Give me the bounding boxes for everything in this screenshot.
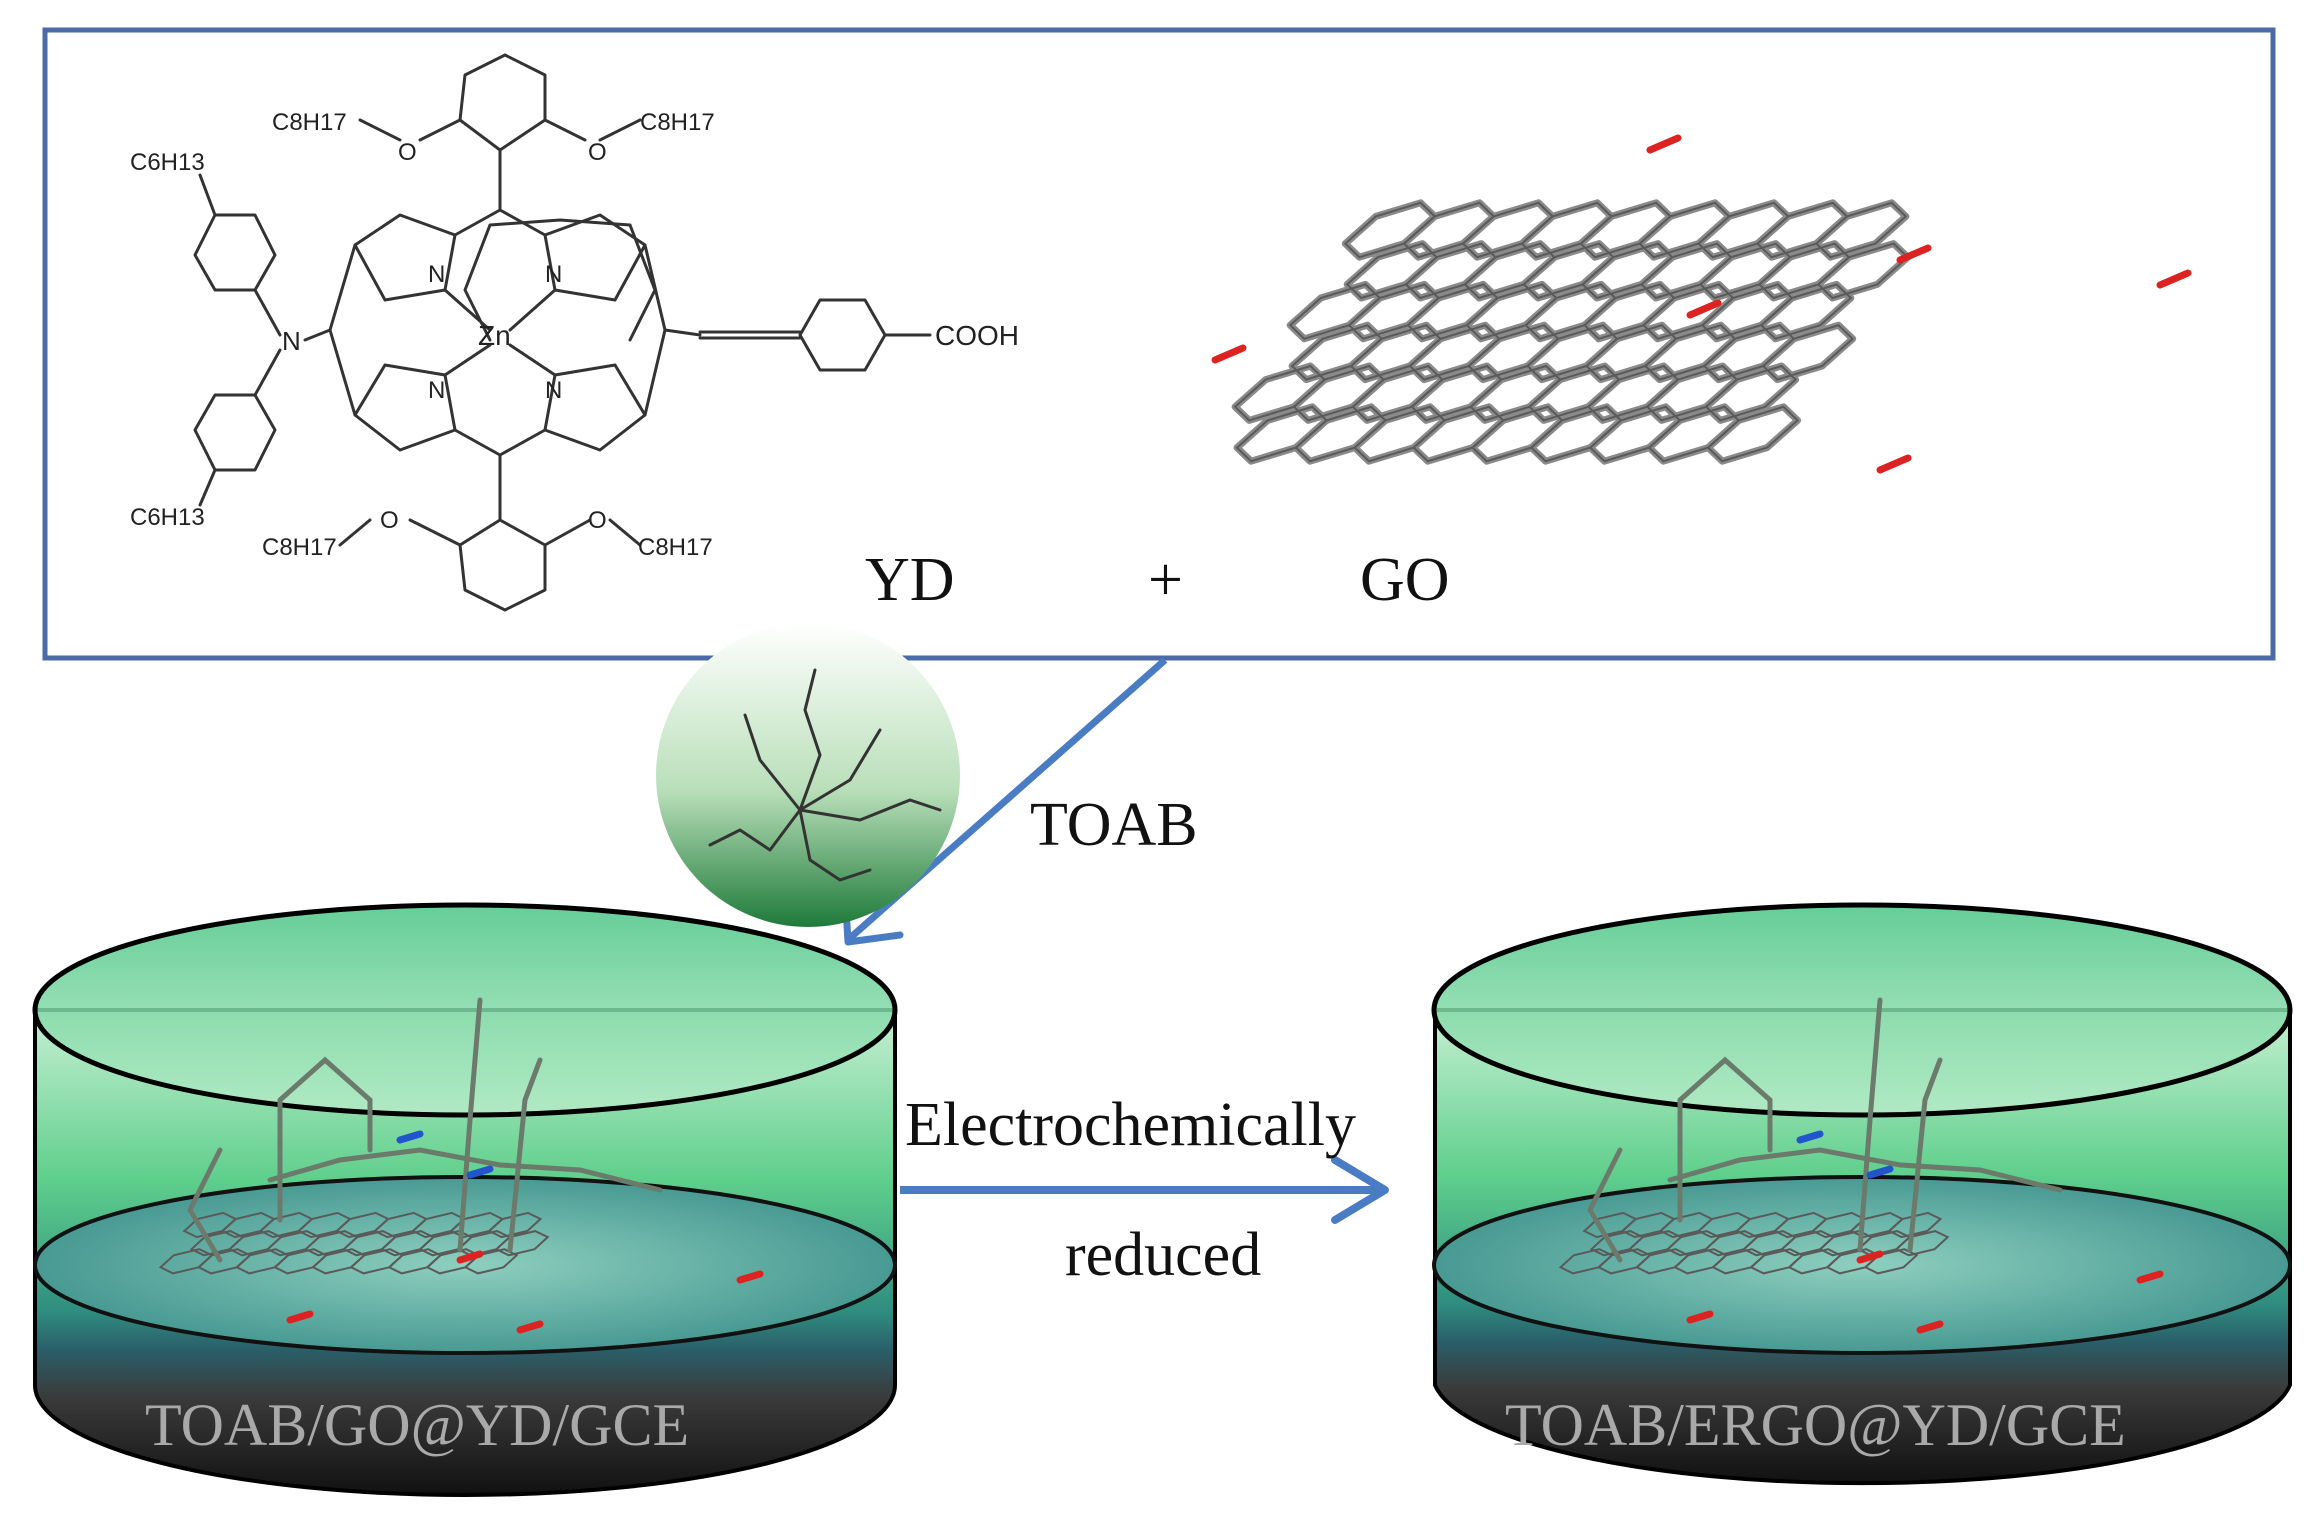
n-atom-3: N bbox=[428, 377, 445, 404]
n-atom-4: N bbox=[545, 377, 562, 404]
zn-atom: Zn bbox=[478, 320, 511, 351]
electrode-left bbox=[32, 902, 898, 1497]
oxygen-top-right: O bbox=[588, 139, 607, 166]
electrode-right bbox=[1431, 902, 2293, 1486]
hexyl-bottom: C6H13 bbox=[130, 504, 205, 531]
label-yd: YD bbox=[865, 546, 955, 614]
graphene-oxide-sheet bbox=[1211, 134, 2192, 474]
label-plus: + bbox=[1148, 546, 1183, 614]
hexyl-top: C6H13 bbox=[130, 149, 205, 176]
n-atom-2: N bbox=[545, 261, 562, 288]
n-atom-1: N bbox=[428, 261, 445, 288]
octyl-top-left: C8H17 bbox=[272, 109, 347, 136]
arrow-label-line2: reduced bbox=[1065, 1221, 1261, 1289]
octyl-bottom-right: C8H17 bbox=[638, 534, 713, 561]
adsorbed-molecules-left bbox=[158, 997, 764, 1334]
octyl-top-right: C8H17 bbox=[640, 109, 715, 136]
octyl-bottom-left: C8H17 bbox=[262, 534, 337, 561]
arrow-label-line1: Electrochemically bbox=[905, 1091, 1356, 1159]
amine-n-atom: N bbox=[282, 326, 301, 356]
electrode-right-label: TOAB/ERGO@YD/GCE bbox=[1505, 1392, 2126, 1458]
oxygen-top-left: O bbox=[398, 139, 417, 166]
toab-molecule-sphere bbox=[656, 623, 960, 927]
oxygen-bottom-right: O bbox=[588, 507, 607, 534]
carboxyl-group: COOH bbox=[935, 320, 1019, 351]
label-go: GO bbox=[1360, 546, 1450, 614]
porphyrin-structure: Zn N N N N N C8H17 C8H17 C8H17 C8H17 O O… bbox=[130, 53, 1019, 612]
label-toab: TOAB bbox=[1030, 791, 1198, 859]
oxygen-bottom-left: O bbox=[380, 507, 399, 534]
adsorbed-molecules-right bbox=[1558, 997, 2164, 1334]
electrode-left-label: TOAB/GO@YD/GCE bbox=[145, 1392, 689, 1458]
reduction-arrow-head bbox=[1331, 1156, 1389, 1224]
top-panel-frame bbox=[42, 27, 2276, 661]
